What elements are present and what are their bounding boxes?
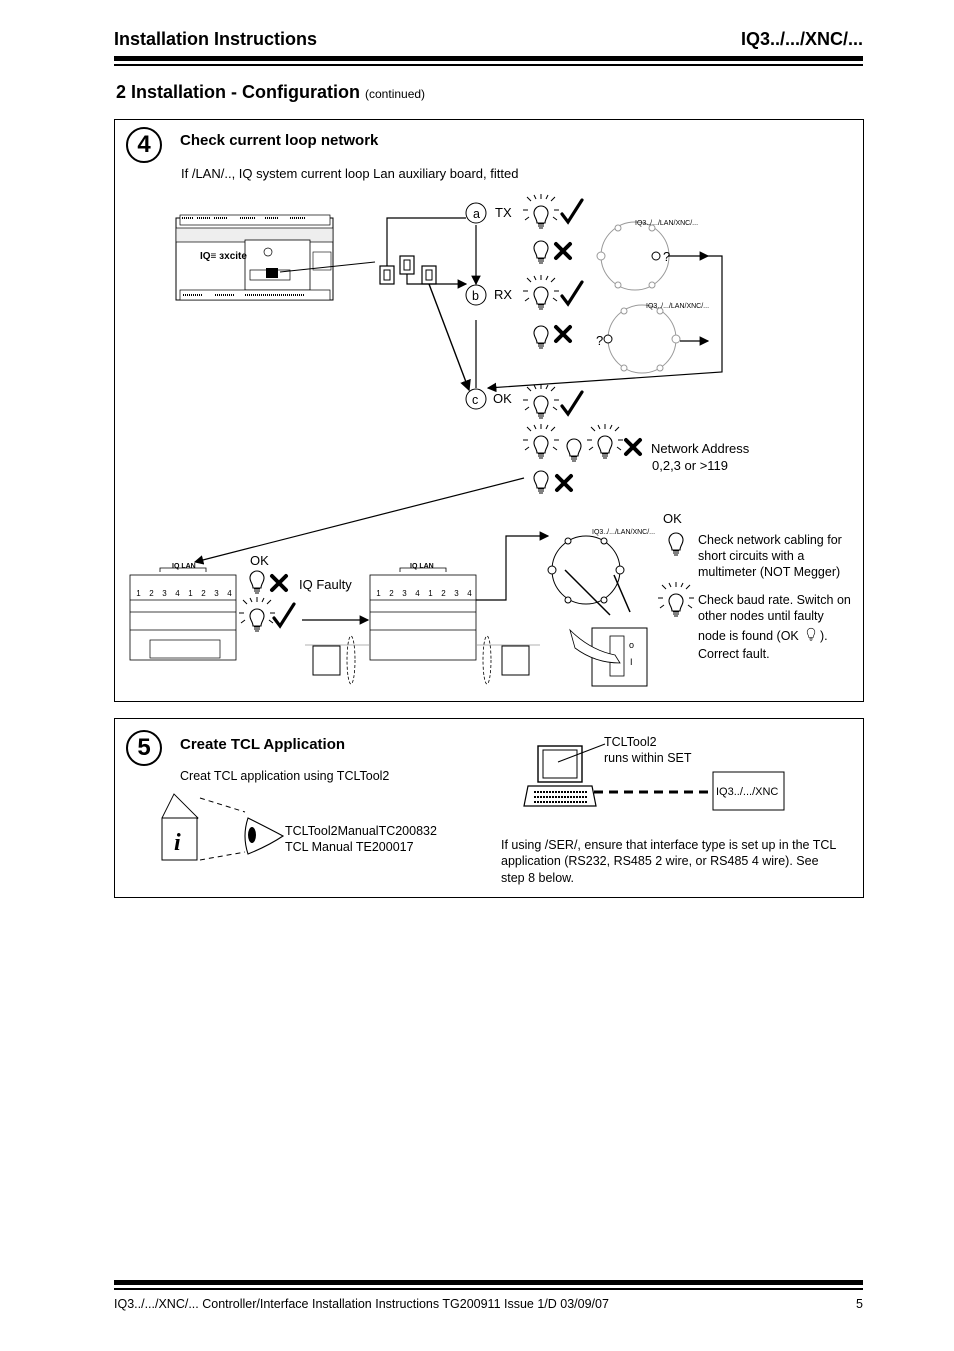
step5-heading: Create TCL Application xyxy=(180,736,346,753)
step4-number: 4 xyxy=(126,127,162,163)
computer-icon xyxy=(523,743,785,811)
header-model: IQ3../.../XNC/... xyxy=(740,29,863,49)
node-b-label: b xyxy=(472,289,479,303)
check-baud-4: Correct fault. xyxy=(698,647,770,661)
check-baud-1: Check baud rate. Switch on xyxy=(698,593,851,607)
eye-icon xyxy=(244,817,285,855)
tx-label: TX xyxy=(495,205,512,220)
network-address-values: 0,2,3 or >119 xyxy=(652,458,729,473)
step5-number: 5 xyxy=(126,730,162,766)
step4-intro: If /LAN/.., IQ system current loop Lan a… xyxy=(181,166,519,181)
header-rule-thin xyxy=(114,64,863,66)
check-baud-3a: node is found (OK xyxy=(698,629,799,643)
ser-note-3: step 8 below. xyxy=(501,871,574,885)
manual-1: TCLTool2ManualTC200832 xyxy=(285,824,437,838)
terminal-block-mid xyxy=(305,567,540,661)
step4-box xyxy=(114,119,864,702)
rx-label: RX xyxy=(494,287,513,302)
svg-text:i: i xyxy=(174,830,181,856)
header-title: Installation Instructions xyxy=(114,29,318,49)
check-baud-3b: ). xyxy=(820,629,828,643)
manual-book-icon: i xyxy=(161,793,246,861)
switch-off-label: I xyxy=(630,657,633,667)
iq-faulty-label: IQ Faulty xyxy=(299,577,352,592)
step4-heading: Check current loop network xyxy=(180,132,379,149)
question-mid: ? xyxy=(596,333,604,348)
ok-left-label: OK xyxy=(250,553,269,568)
network-address: Network Address xyxy=(651,441,750,456)
question-top: ? xyxy=(663,249,671,264)
controller-device xyxy=(175,214,376,301)
ring-label-top: IQ3../.../LAN/XNC/... xyxy=(635,220,699,227)
switch-on-label: o xyxy=(629,640,635,650)
page-number: 5 xyxy=(856,1297,863,1311)
tool-line-2: runs within SET xyxy=(604,751,692,765)
check-cabling-1: Check network cabling for xyxy=(698,533,842,547)
header-rule-thick xyxy=(114,56,863,61)
check-cabling-2: short circuits with a xyxy=(698,549,805,563)
terminal-block-left xyxy=(129,567,237,661)
ok-c-label: OK xyxy=(493,391,512,406)
manual-2: TCL Manual TE200017 xyxy=(285,840,414,854)
device-logo: IQ≡ ɜxcite xyxy=(200,251,247,262)
tool-line-1: TCLTool2 xyxy=(604,735,657,749)
footer-rule-thin xyxy=(114,1288,863,1290)
target-device: IQ3../.../XNC xyxy=(716,786,779,798)
footer-rule-thick xyxy=(114,1280,863,1285)
section-note: (continued) xyxy=(365,87,426,101)
iq-lan-left: IQ LAN xyxy=(172,563,196,570)
ring-label-mid: IQ3../.../LAN/XNC/... xyxy=(646,303,710,310)
node-c-label: c xyxy=(472,393,479,407)
section-title: 2 Installation - Configuration (continue… xyxy=(116,82,426,102)
check-baud-2: other nodes until faulty xyxy=(698,609,824,623)
ok-right-label: OK xyxy=(663,511,682,526)
node-a-label: a xyxy=(473,207,480,221)
ser-note-1: If using /SER/, ensure that interface ty… xyxy=(501,838,837,852)
step5-box xyxy=(114,718,864,898)
footer-text: IQ3../.../XNC/... Controller/Interface I… xyxy=(114,1297,609,1311)
check-cabling-3: multimeter (NOT Megger) xyxy=(698,565,841,579)
iq-lan-mid: IQ LAN xyxy=(410,563,434,570)
step5-intro: Creat TCL application using TCLTool2 xyxy=(180,769,390,783)
ring-label-bottom: IQ3../.../LAN/XNC/... xyxy=(592,529,656,536)
ser-note-2: application (RS232, RS485 2 wire, or RS4… xyxy=(501,854,819,868)
